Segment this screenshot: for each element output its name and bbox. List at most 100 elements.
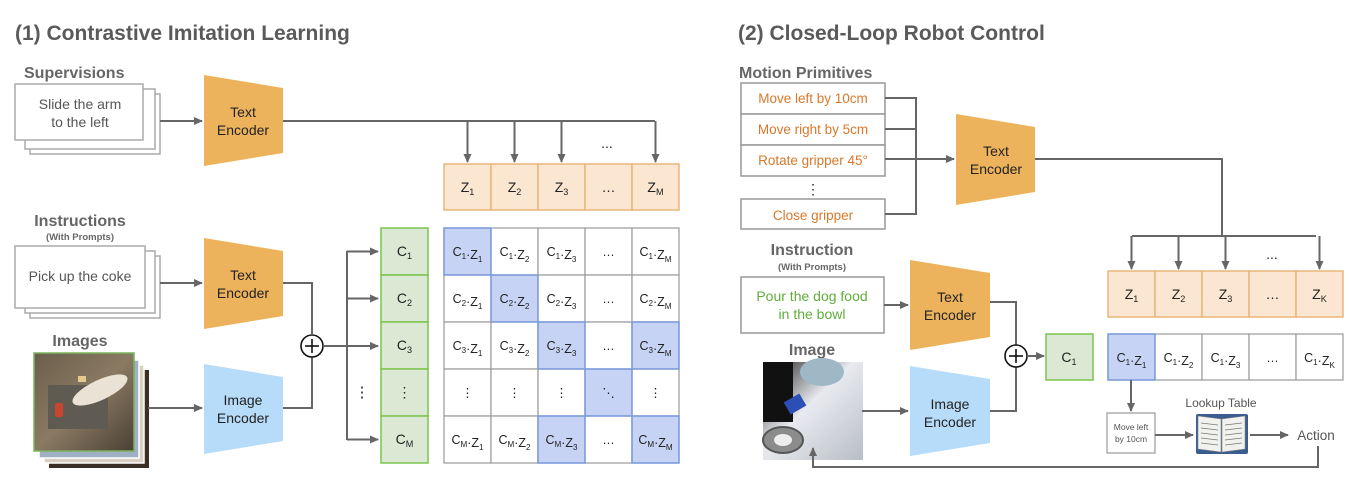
c-cell-label: ⋮ bbox=[398, 384, 412, 400]
svg-text:Text: Text bbox=[230, 104, 256, 120]
supervisions-stack: Slide the arm to the left bbox=[14, 83, 161, 155]
matrix-cell-label: ⋮ bbox=[461, 386, 474, 400]
c-cell bbox=[380, 415, 429, 464]
matrix-cell-label: C2·Z2 bbox=[500, 292, 530, 311]
matrix-cell bbox=[584, 227, 633, 276]
matrix-cell bbox=[537, 227, 586, 276]
primitives-dots: ⋮ bbox=[806, 181, 820, 197]
matrix-cell-label: ⋱ bbox=[602, 386, 615, 400]
instructions-stack: Pick up the coke bbox=[14, 245, 161, 319]
svg-text:Text: Text bbox=[937, 289, 963, 305]
svg-text:Text: Text bbox=[230, 267, 256, 283]
score-cell-label: C1·Z1 bbox=[1117, 351, 1147, 370]
matrix-highlight-border bbox=[537, 415, 586, 464]
zk-cell-label: … bbox=[1266, 286, 1280, 302]
similarity-matrix: C1·Z1C1·Z2C1·Z3…C1·ZMC2·Z1C2·Z2C2·Z3…C2·… bbox=[443, 227, 680, 464]
matrix-cell bbox=[631, 227, 680, 276]
svg-text:Close gripper: Close gripper bbox=[773, 208, 854, 223]
matrix-cell bbox=[490, 368, 539, 417]
c-branch-arrows bbox=[347, 247, 379, 444]
matrix-cell-label: C3·Z1 bbox=[453, 339, 483, 358]
z-cell-label: ZM bbox=[647, 179, 663, 197]
supervision-text-line1: Slide the arm bbox=[39, 96, 121, 112]
score-cell-label: C1·Z3 bbox=[1211, 351, 1241, 370]
image-to-fusion-line bbox=[283, 357, 313, 409]
images-stack bbox=[33, 352, 149, 468]
matrix-cell-label: C3·ZM bbox=[639, 339, 671, 358]
text-encoder-instruction: Text Encoder bbox=[204, 238, 283, 329]
image-encoder-left: Image Encoder bbox=[204, 364, 283, 454]
robot-bowl-photo bbox=[762, 358, 863, 460]
matrix-cell-label: C3·Z2 bbox=[500, 339, 530, 358]
matrix-cell-label: … bbox=[602, 292, 615, 306]
matrix-cell-label: … bbox=[602, 245, 615, 259]
action-label: Action bbox=[1297, 428, 1335, 443]
primitive-close-gripper: Close gripper bbox=[740, 198, 886, 230]
instructions-label: Instructions bbox=[34, 213, 126, 230]
svg-text:Image: Image bbox=[931, 396, 970, 412]
score-cell-label: … bbox=[1266, 351, 1279, 365]
score-cell-label: C1·Z2 bbox=[1164, 351, 1194, 370]
instruction-text: Pick up the coke bbox=[29, 268, 132, 284]
lookup-table-label: Lookup Table bbox=[1185, 396, 1257, 410]
matrix-cell-label: CM·ZM bbox=[638, 433, 673, 452]
svg-text:Text: Text bbox=[983, 143, 1009, 159]
text-to-fusion-line-right bbox=[990, 301, 1017, 345]
matrix-cell-label: C1·ZM bbox=[639, 245, 671, 264]
matrix-highlight-border bbox=[631, 321, 680, 370]
zk-cell bbox=[1295, 270, 1344, 318]
svg-text:Image: Image bbox=[224, 392, 263, 408]
primitive-item bbox=[740, 144, 886, 177]
left-panel: (1) Contrastive Imitation Learning Super… bbox=[14, 22, 680, 468]
text-encoder-primitives: Text Encoder bbox=[956, 114, 1035, 205]
zk-cell-label: Z2 bbox=[1172, 286, 1186, 304]
z-cell-label: Z3 bbox=[555, 179, 569, 197]
instruction-label: Instruction bbox=[771, 242, 854, 259]
fusion-plus-icon bbox=[300, 334, 324, 358]
primitive-item-label: Move right by 5cm bbox=[758, 122, 868, 137]
matrix-cell bbox=[584, 368, 633, 417]
text-encoder-supervision: Text Encoder bbox=[204, 75, 283, 166]
c-cell-label: C3 bbox=[397, 337, 412, 355]
zk-cell-label: Z1 bbox=[1125, 286, 1139, 304]
matrix-cell bbox=[537, 415, 586, 464]
image-to-fusion-line-right bbox=[990, 367, 1017, 412]
motion-primitives-label: Motion Primitives bbox=[739, 65, 872, 82]
matrix-cell-label: CM·Z1 bbox=[451, 433, 484, 452]
feedback-loop-arrow bbox=[809, 446, 1319, 468]
c-cell bbox=[380, 274, 429, 323]
svg-text:by 10cm: by 10cm bbox=[1115, 434, 1147, 444]
matrix-cell-label: ⋮ bbox=[555, 386, 568, 400]
instruction-sublabel: (With Prompts) bbox=[778, 262, 846, 273]
matrix-cell-label: C1·Z1 bbox=[453, 245, 483, 264]
matrix-highlight-border bbox=[537, 321, 586, 370]
left-panel-title: (1) Contrastive Imitation Learning bbox=[15, 22, 350, 45]
matrix-cell-label: ⋮ bbox=[508, 386, 521, 400]
matrix-highlight-border bbox=[584, 368, 633, 417]
svg-text:in the bowl: in the bowl bbox=[779, 306, 846, 322]
matrix-highlight-border bbox=[490, 274, 539, 323]
z-cell-label: Z2 bbox=[508, 179, 522, 197]
score-cell bbox=[1154, 333, 1203, 381]
selected-primitive-box: Move left by 10cm bbox=[1106, 412, 1156, 454]
zk-cell-label: ZK bbox=[1312, 286, 1327, 304]
primitive-item bbox=[740, 113, 886, 146]
text-to-fusion-line bbox=[283, 282, 313, 334]
zk-cell bbox=[1201, 270, 1250, 318]
right-panel: (2) Closed-Loop Robot Control Motion Pri… bbox=[738, 22, 1344, 468]
matrix-cell-label: C2·Z3 bbox=[547, 292, 577, 311]
matrix-cell bbox=[490, 321, 539, 370]
supervision-text-line2: to the left bbox=[51, 114, 109, 130]
z-cell bbox=[584, 163, 633, 211]
matrix-highlight-border bbox=[443, 227, 492, 276]
z-cell-label: Z1 bbox=[461, 179, 475, 197]
matrix-cell bbox=[537, 274, 586, 323]
score-cell bbox=[1248, 333, 1297, 381]
c1-cell-right: C1 bbox=[1045, 333, 1094, 381]
matrix-cell-label: C1·Z3 bbox=[547, 245, 577, 264]
matrix-cell bbox=[584, 415, 633, 464]
